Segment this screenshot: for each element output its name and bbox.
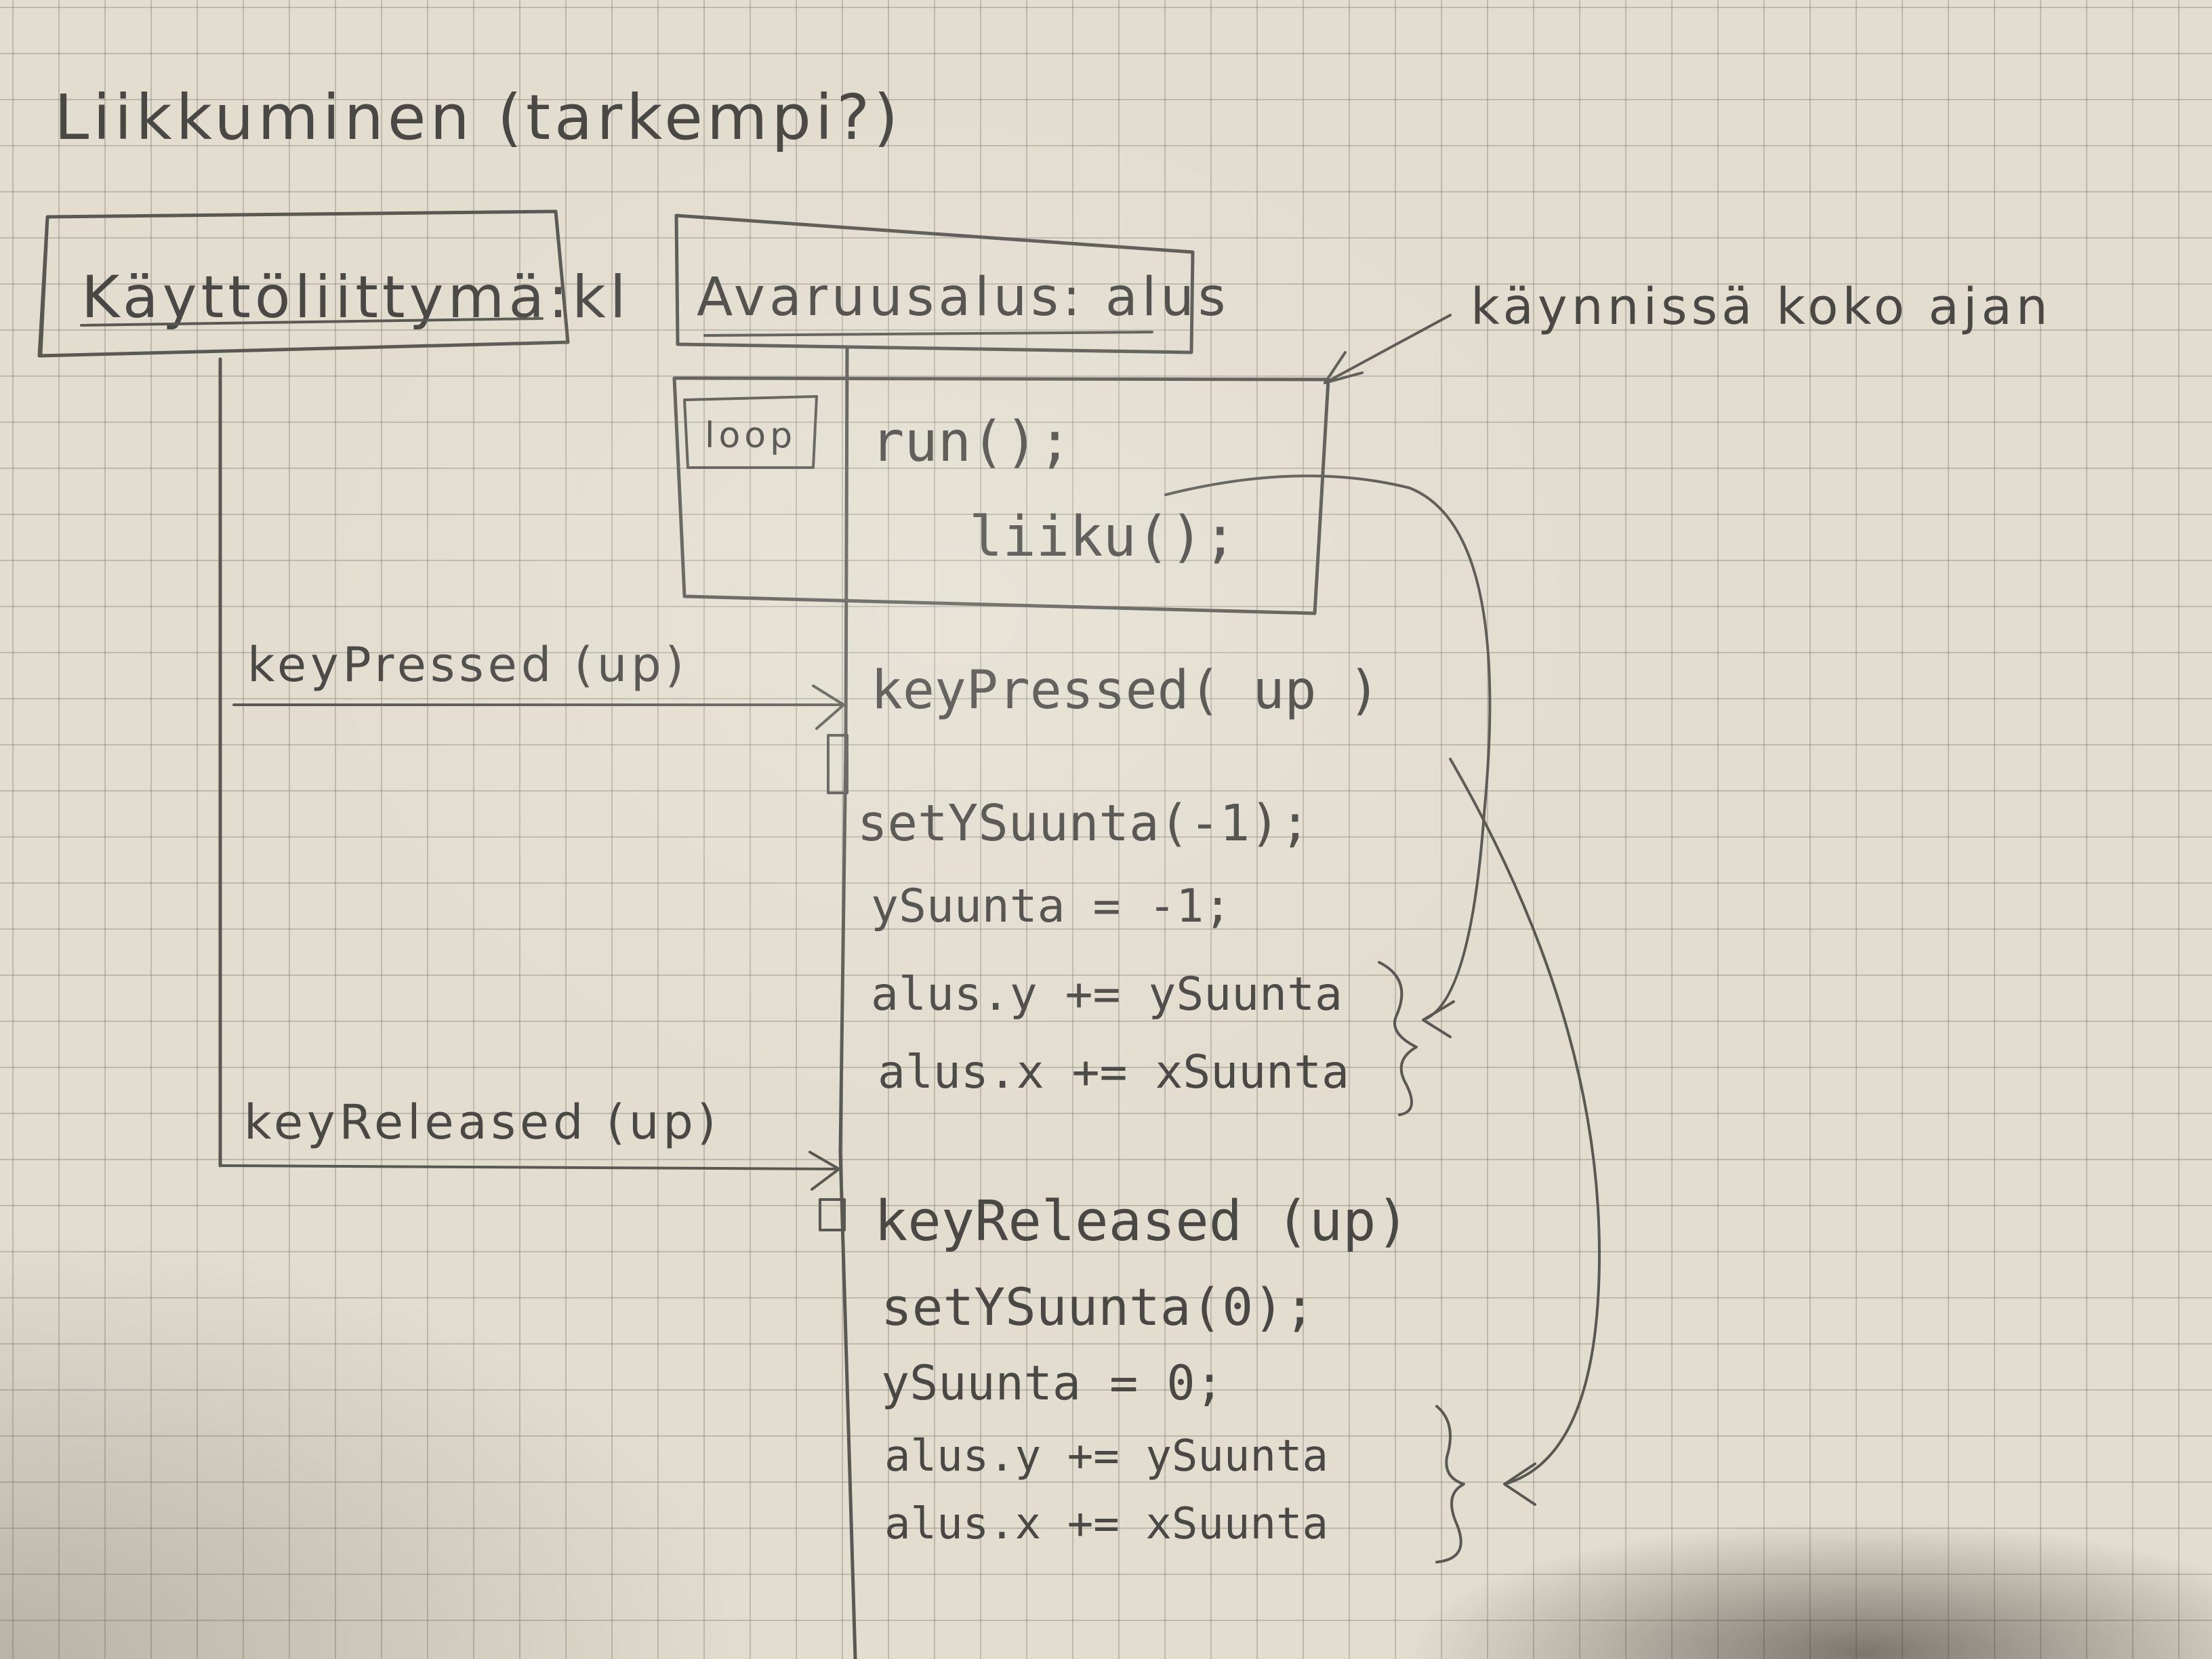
annotation-always-running: käynnissä koko ajan — [1471, 278, 2052, 336]
released-line-1: setYSuunta(0); — [881, 1277, 1315, 1337]
loop-line-run: run(); — [871, 410, 1071, 474]
message-keyreleased-label: keyReleased (up) — [244, 1094, 720, 1150]
liiku-arrow-to-released — [1449, 758, 1601, 1506]
diagram-title: Liikkuminen (tarkempi?) — [54, 81, 902, 154]
message-keyreleased-arrow — [219, 1151, 840, 1191]
lifeline-ship-line — [838, 347, 857, 1659]
annotation-arrow — [1324, 314, 1452, 384]
lifeline-ship-header: Avaruusalus: alus — [674, 213, 1229, 354]
pressed-line-3: alus.y += ySuunta — [871, 968, 1343, 1021]
pressed-line-1: setYSuunta(-1); — [857, 794, 1310, 853]
released-line-3: alus.y += ySuunta — [884, 1431, 1328, 1481]
lifeline-ship-label: Avaruusalus: alus — [697, 267, 1229, 328]
released-block: keyReleased (up) setYSuunta(0); ySuunta … — [874, 1189, 1465, 1563]
loop-tag: loop — [705, 415, 796, 456]
released-line-2: ySuunta = 0; — [881, 1355, 1224, 1411]
message-keypressed-label: keyPressed (up) — [247, 637, 688, 693]
pressed-line-4: alus.x += xSuunta — [878, 1046, 1349, 1099]
loop-fragment: loop run(); liiku(); — [672, 376, 1330, 615]
released-line-4: alus.x += xSuunta — [884, 1499, 1328, 1549]
loop-line-liiku: liiku(); — [969, 505, 1237, 569]
lifeline-ui-header: Käyttöliittymä:kl — [37, 209, 626, 358]
released-brace — [1435, 1405, 1465, 1563]
pressed-block: keyPressed( up ) setYSuunta(-1); ySuunta… — [857, 660, 1418, 1116]
pressed-line-2: ySuunta = -1; — [871, 880, 1231, 933]
pressed-brace — [1378, 961, 1418, 1116]
pressed-header: keyPressed( up ) — [871, 660, 1380, 721]
released-header: keyReleased (up) — [874, 1189, 1410, 1254]
